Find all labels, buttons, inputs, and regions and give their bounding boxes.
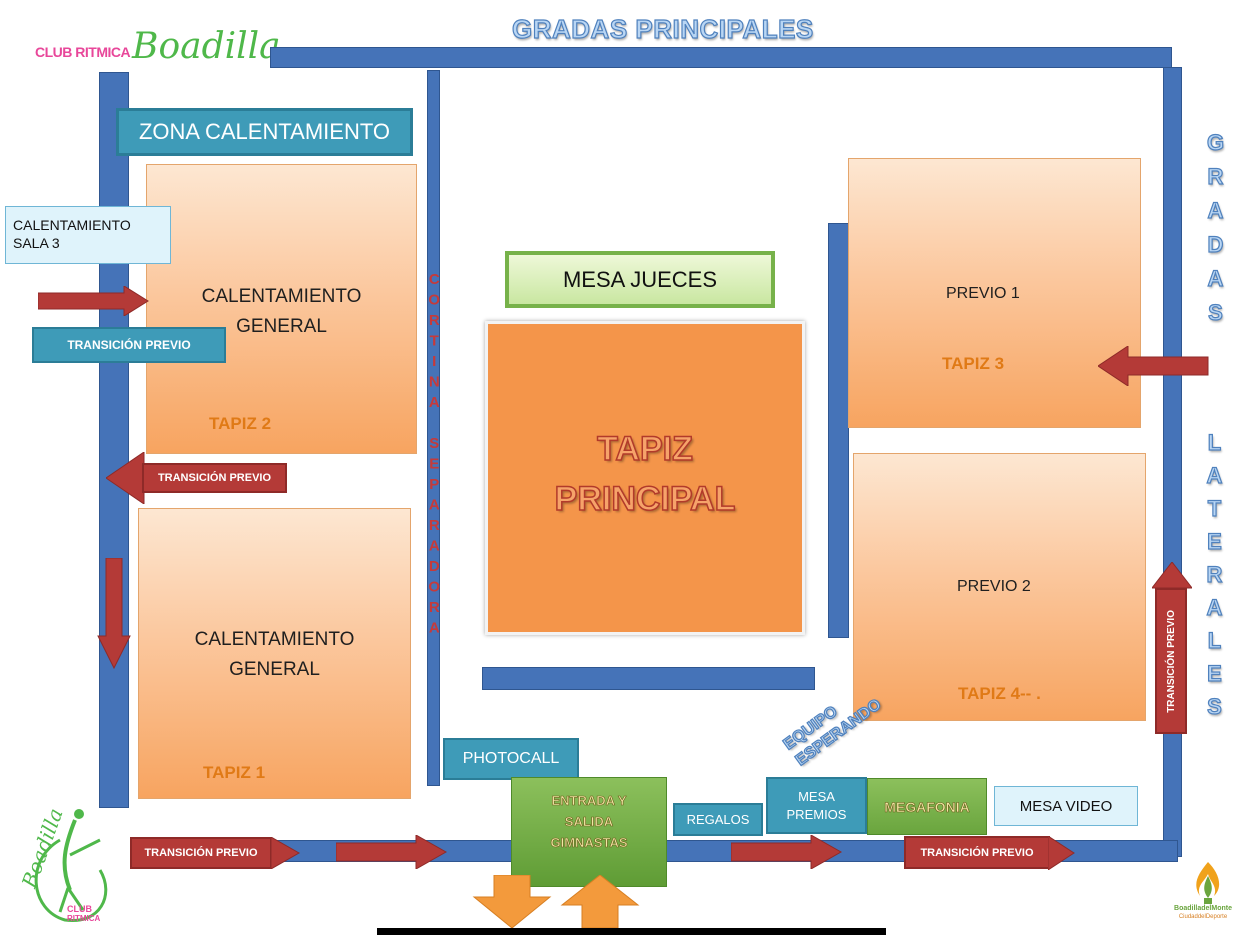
photocall-box: PHOTOCALL <box>443 738 579 780</box>
arrow-right-bottom-2 <box>336 835 448 869</box>
regalos-box: REGALOS <box>673 803 763 836</box>
calentamiento-sala-3-box: CALENTAMIENTO SALA 3 <box>5 206 171 264</box>
mesa-premios-line1: MESA <box>798 788 835 804</box>
tapiz-principal-line2: PRINCIPAL <box>554 479 736 519</box>
gradas-laterales-top: GRADAS <box>1197 129 1228 345</box>
top-wall-bar <box>270 47 1172 68</box>
mat-previo-1: PREVIO 1 TAPIZ 3 <box>848 158 1141 428</box>
logo-boadilla-script: Boadilla <box>132 26 281 67</box>
arrow-right-sala3 <box>38 286 149 316</box>
boadilla-logo-line1: BoadilladelMonte <box>1174 905 1232 912</box>
transicion-previo-bottom-left: TRANSICIÓN PREVIO <box>130 837 272 869</box>
transicion-previo-bottom-right: TRANSICIÓN PREVIO <box>904 836 1050 869</box>
arrow-down-entrada <box>472 875 552 929</box>
regalos-label: REGALOS <box>686 812 750 827</box>
transicion-previo-left: TRANSICIÓN PREVIO <box>142 463 287 493</box>
entrada-salida-box: ENTRADA Y SALIDA GIMNASTAS <box>511 777 667 887</box>
mesa-video-box: MESA VIDEO <box>994 786 1138 826</box>
bottom-black-strip <box>377 928 886 935</box>
cal-general-bottom-line1: CALENTAMIENTO <box>194 629 355 650</box>
tapiz-principal-mat: TAPIZ PRINCIPAL <box>485 321 805 635</box>
arrow-right-bottom-1 <box>271 837 301 869</box>
mesa-jueces-box: MESA JUECES <box>505 251 775 308</box>
arrow-down-left <box>97 558 131 670</box>
calentamiento-sala-3-label: CALENTAMIENTO SALA 3 <box>13 217 131 251</box>
cortina-separadora-label: CORTINA SEPARADORA <box>422 271 446 640</box>
cortina-separadora-text: CORTINA SEPARADORA <box>425 271 443 640</box>
tapiz-2-label: TAPIZ 2 <box>209 414 272 433</box>
club-logo: CLUB RITMICA Boadilla <box>35 22 281 72</box>
tapiz-1-label: TAPIZ 1 <box>203 763 266 782</box>
transicion-previo-bottom-right-label: TRANSICIÓN PREVIO <box>920 846 1034 859</box>
entrada-line1: ENTRADA Y <box>551 793 627 809</box>
entrada-line2: SALIDA <box>564 814 614 830</box>
boadilla-logo-line2: CiudaddelDeporte <box>1178 914 1228 920</box>
judges-bottom-bar <box>482 667 815 690</box>
megafonia-label: MEGAFONIA <box>884 798 970 815</box>
mesa-jueces-label: MESA JUECES <box>562 266 718 292</box>
megafonia-box: MEGAFONIA <box>867 778 987 835</box>
bottom-logo-ritmica: RITMICA <box>67 914 101 923</box>
bottom-logo-club: CLUB <box>67 904 92 914</box>
tapiz-principal-line1: TAPIZ <box>596 429 693 469</box>
cal-general-top-line1: CALENTAMIENTO <box>201 286 362 307</box>
zona-calentamiento-box: ZONA CALENTAMIENTO <box>116 108 413 156</box>
curtain-bar <box>427 70 440 786</box>
gymnast-ribbon-icon <box>34 809 108 922</box>
entrada-line3: GIMNASTAS <box>550 835 628 851</box>
transicion-previo-left-label: TRANSICIÓN PREVIO <box>157 472 272 484</box>
previo-2-label: PREVIO 2 <box>957 578 1031 595</box>
cal-general-top-line2: GENERAL <box>236 316 327 337</box>
previo-1-label: PREVIO 1 <box>946 285 1020 302</box>
mat-calentamiento-general-top: CALENTAMIENTO GENERAL TAPIZ 2 <box>146 164 417 454</box>
boadilla-city-logo: BoadilladelMonte CiudaddelDeporte <box>1166 860 1240 930</box>
zona-calentamiento-label: ZONA CALENTAMIENTO <box>138 119 390 144</box>
arrow-right-bottom-4 <box>1048 836 1075 870</box>
gradas-laterales-bottom: LATERALES <box>1197 429 1227 737</box>
arrow-up-right <box>1152 562 1192 589</box>
mat-previo-2: PREVIO 2 TAPIZ 4-- . <box>853 453 1146 721</box>
transicion-previo-teal-label: TRANSICIÓN PREVIO <box>67 338 191 352</box>
arrow-left-previo1 <box>1098 346 1209 386</box>
mat-calentamiento-general-bottom: CALENTAMIENTO GENERAL TAPIZ 1 <box>138 508 411 799</box>
previo-divider-bar <box>828 223 849 638</box>
torch-flame-icon <box>1196 862 1220 904</box>
transicion-previo-teal: TRANSICIÓN PREVIO <box>32 327 226 363</box>
tapiz-3-label: TAPIZ 3 <box>942 354 1005 373</box>
arrow-up-salida <box>560 875 640 929</box>
transicion-previo-bottom-left-label: TRANSICIÓN PREVIO <box>144 847 258 859</box>
arrow-left-transicion <box>106 452 145 504</box>
photocall-label: PHOTOCALL <box>462 750 560 767</box>
logo-club-ritmica-text: CLUB RITMICA <box>35 44 131 60</box>
gradas-top-text: GRADAS <box>1202 129 1228 334</box>
left-wall-bar <box>99 72 129 808</box>
gradas-principales-label: GRADAS PRINCIPALES <box>511 13 814 44</box>
laterales-text: LATERALES <box>1201 429 1227 727</box>
transicion-previo-vertical: TRANSICIÓN PREVIO <box>1155 588 1187 734</box>
cal-general-bottom-line2: GENERAL <box>229 659 320 680</box>
mesa-premios-box: MESA PREMIOS <box>766 777 867 834</box>
mesa-premios-line2: PREMIOS <box>786 806 847 822</box>
tapiz-4-label: TAPIZ 4-- . <box>958 684 1041 703</box>
arrow-right-bottom-3 <box>731 835 843 869</box>
transicion-previo-vertical-label: TRANSICIÓN PREVIO <box>1165 609 1177 713</box>
club-logo-bottom-left: Boadilla CLUB RITMICA <box>5 800 130 930</box>
mesa-video-label: MESA VIDEO <box>1019 797 1113 815</box>
right-wall-bar <box>1163 67 1182 857</box>
